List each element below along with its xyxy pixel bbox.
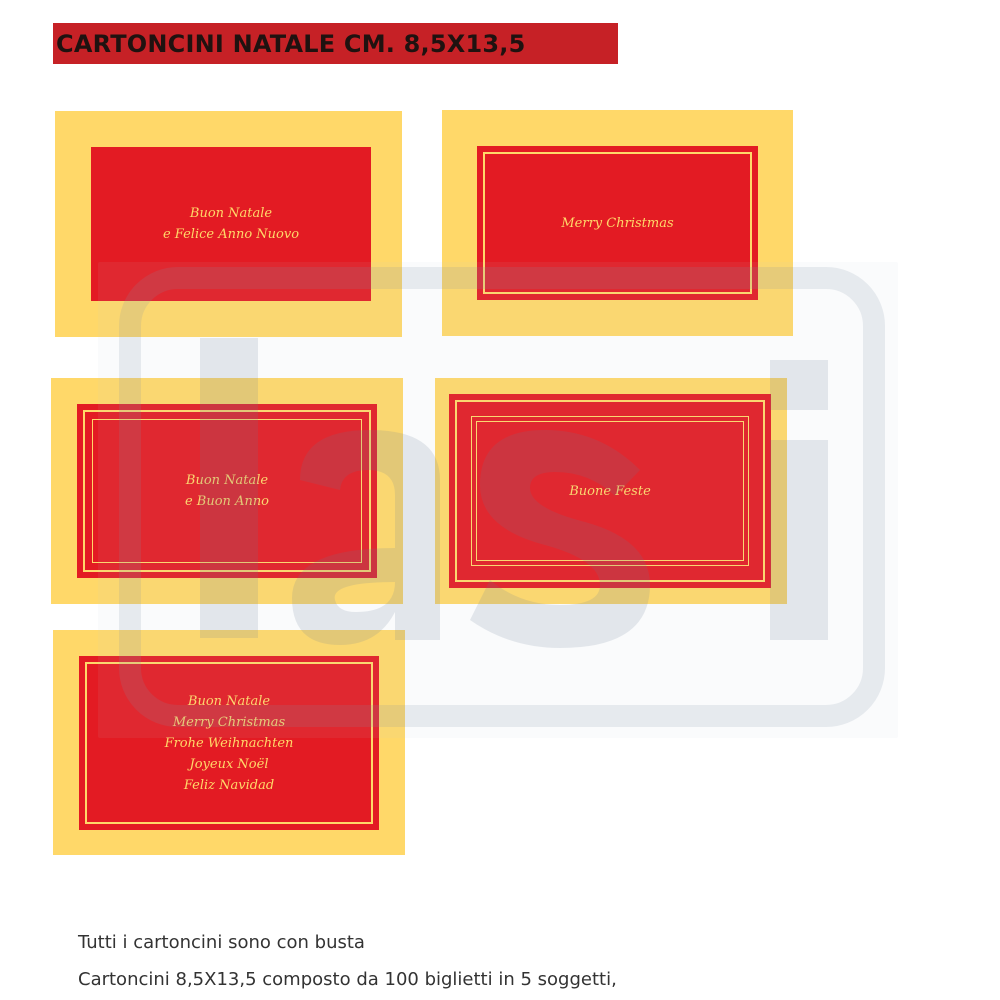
card-frame-middle [471, 416, 749, 566]
description-line: Tutti i cartoncini sono con busta [78, 932, 365, 953]
card-frame-inner [92, 419, 362, 563]
card-greeting-group: Buon Natale e Buon Anno [77, 404, 377, 578]
card-greeting-line: Buon Natale [189, 206, 273, 221]
card-frame-inner [476, 421, 744, 561]
card-greeting-line: Feliz Navidad [183, 777, 275, 793]
card-greeting-line: Buon Natale [187, 693, 271, 709]
card-frame [483, 152, 752, 294]
card-frame-outer [83, 410, 371, 572]
card-red-panel: Buon Natale e Buon Anno [77, 404, 377, 578]
card-red-panel: Merry Christmas [477, 146, 758, 300]
product-description: Tutti i cartoncini sono con busta Carton… [78, 924, 617, 998]
card-greeting-line: e Felice Anno Nuovo [162, 227, 300, 242]
card-greeting-line: Merry Christmas [561, 215, 674, 231]
card-frame [85, 662, 373, 824]
card-greeting-group: Buon Natale Merry Christmas Frohe Weihna… [79, 656, 379, 830]
card-greeting-line: Buon Natale [185, 473, 269, 488]
page-title-bar: CARTONCINI NATALE CM. 8,5X13,5 [53, 23, 618, 64]
greeting-card-4: Buone Feste [435, 378, 787, 604]
card-greeting-line: Buone Feste [569, 483, 651, 499]
card-greeting-group: Merry Christmas [477, 146, 758, 300]
card-red-panel: Buone Feste [449, 394, 771, 588]
card-greeting-line: e Buon Anno [184, 494, 270, 509]
card-greeting-group: Buone Feste [449, 394, 771, 588]
card-greeting-line: Joyeux Noël [189, 756, 269, 772]
card-greeting-line: Merry Christmas [172, 714, 286, 730]
card-red-panel: Buon Natale e Felice Anno Nuovo [91, 147, 371, 301]
page-title: CARTONCINI NATALE CM. 8,5X13,5 [56, 29, 526, 58]
card-red-panel: Buon Natale Merry Christmas Frohe Weihna… [79, 656, 379, 830]
greeting-card-1: Buon Natale e Felice Anno Nuovo [55, 111, 402, 337]
description-line: Cartoncini 8,5X13,5 composto da 100 bigl… [78, 969, 617, 990]
greeting-card-2: Merry Christmas [442, 110, 793, 336]
greeting-card-5: Buon Natale Merry Christmas Frohe Weihna… [53, 630, 405, 855]
greeting-card-3: Buon Natale e Buon Anno [51, 378, 403, 604]
card-frame-outer [455, 400, 765, 582]
card-greeting-line: Frohe Weihnachten [164, 735, 294, 751]
